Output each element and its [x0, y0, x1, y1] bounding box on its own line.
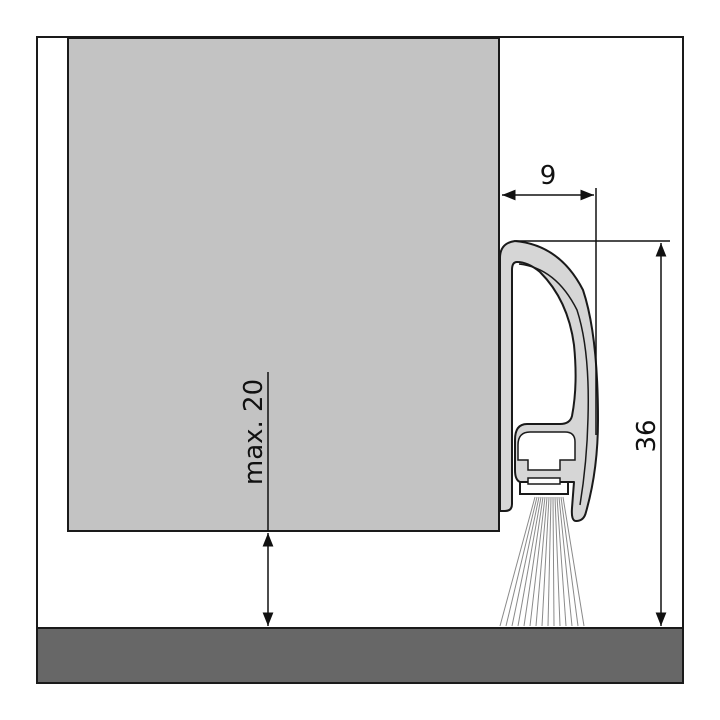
- door-leaf: [67, 37, 500, 532]
- brush-clamp: [527, 477, 561, 485]
- dim-9-label: 9: [540, 161, 557, 191]
- floor: [38, 628, 682, 682]
- seal-profile-inner-line: [518, 263, 589, 506]
- dim-gap-label: max. 20: [239, 379, 269, 485]
- dim-36-label: 36: [632, 419, 662, 452]
- profile-slot: [517, 431, 576, 471]
- brush-bristles: [499, 496, 585, 627]
